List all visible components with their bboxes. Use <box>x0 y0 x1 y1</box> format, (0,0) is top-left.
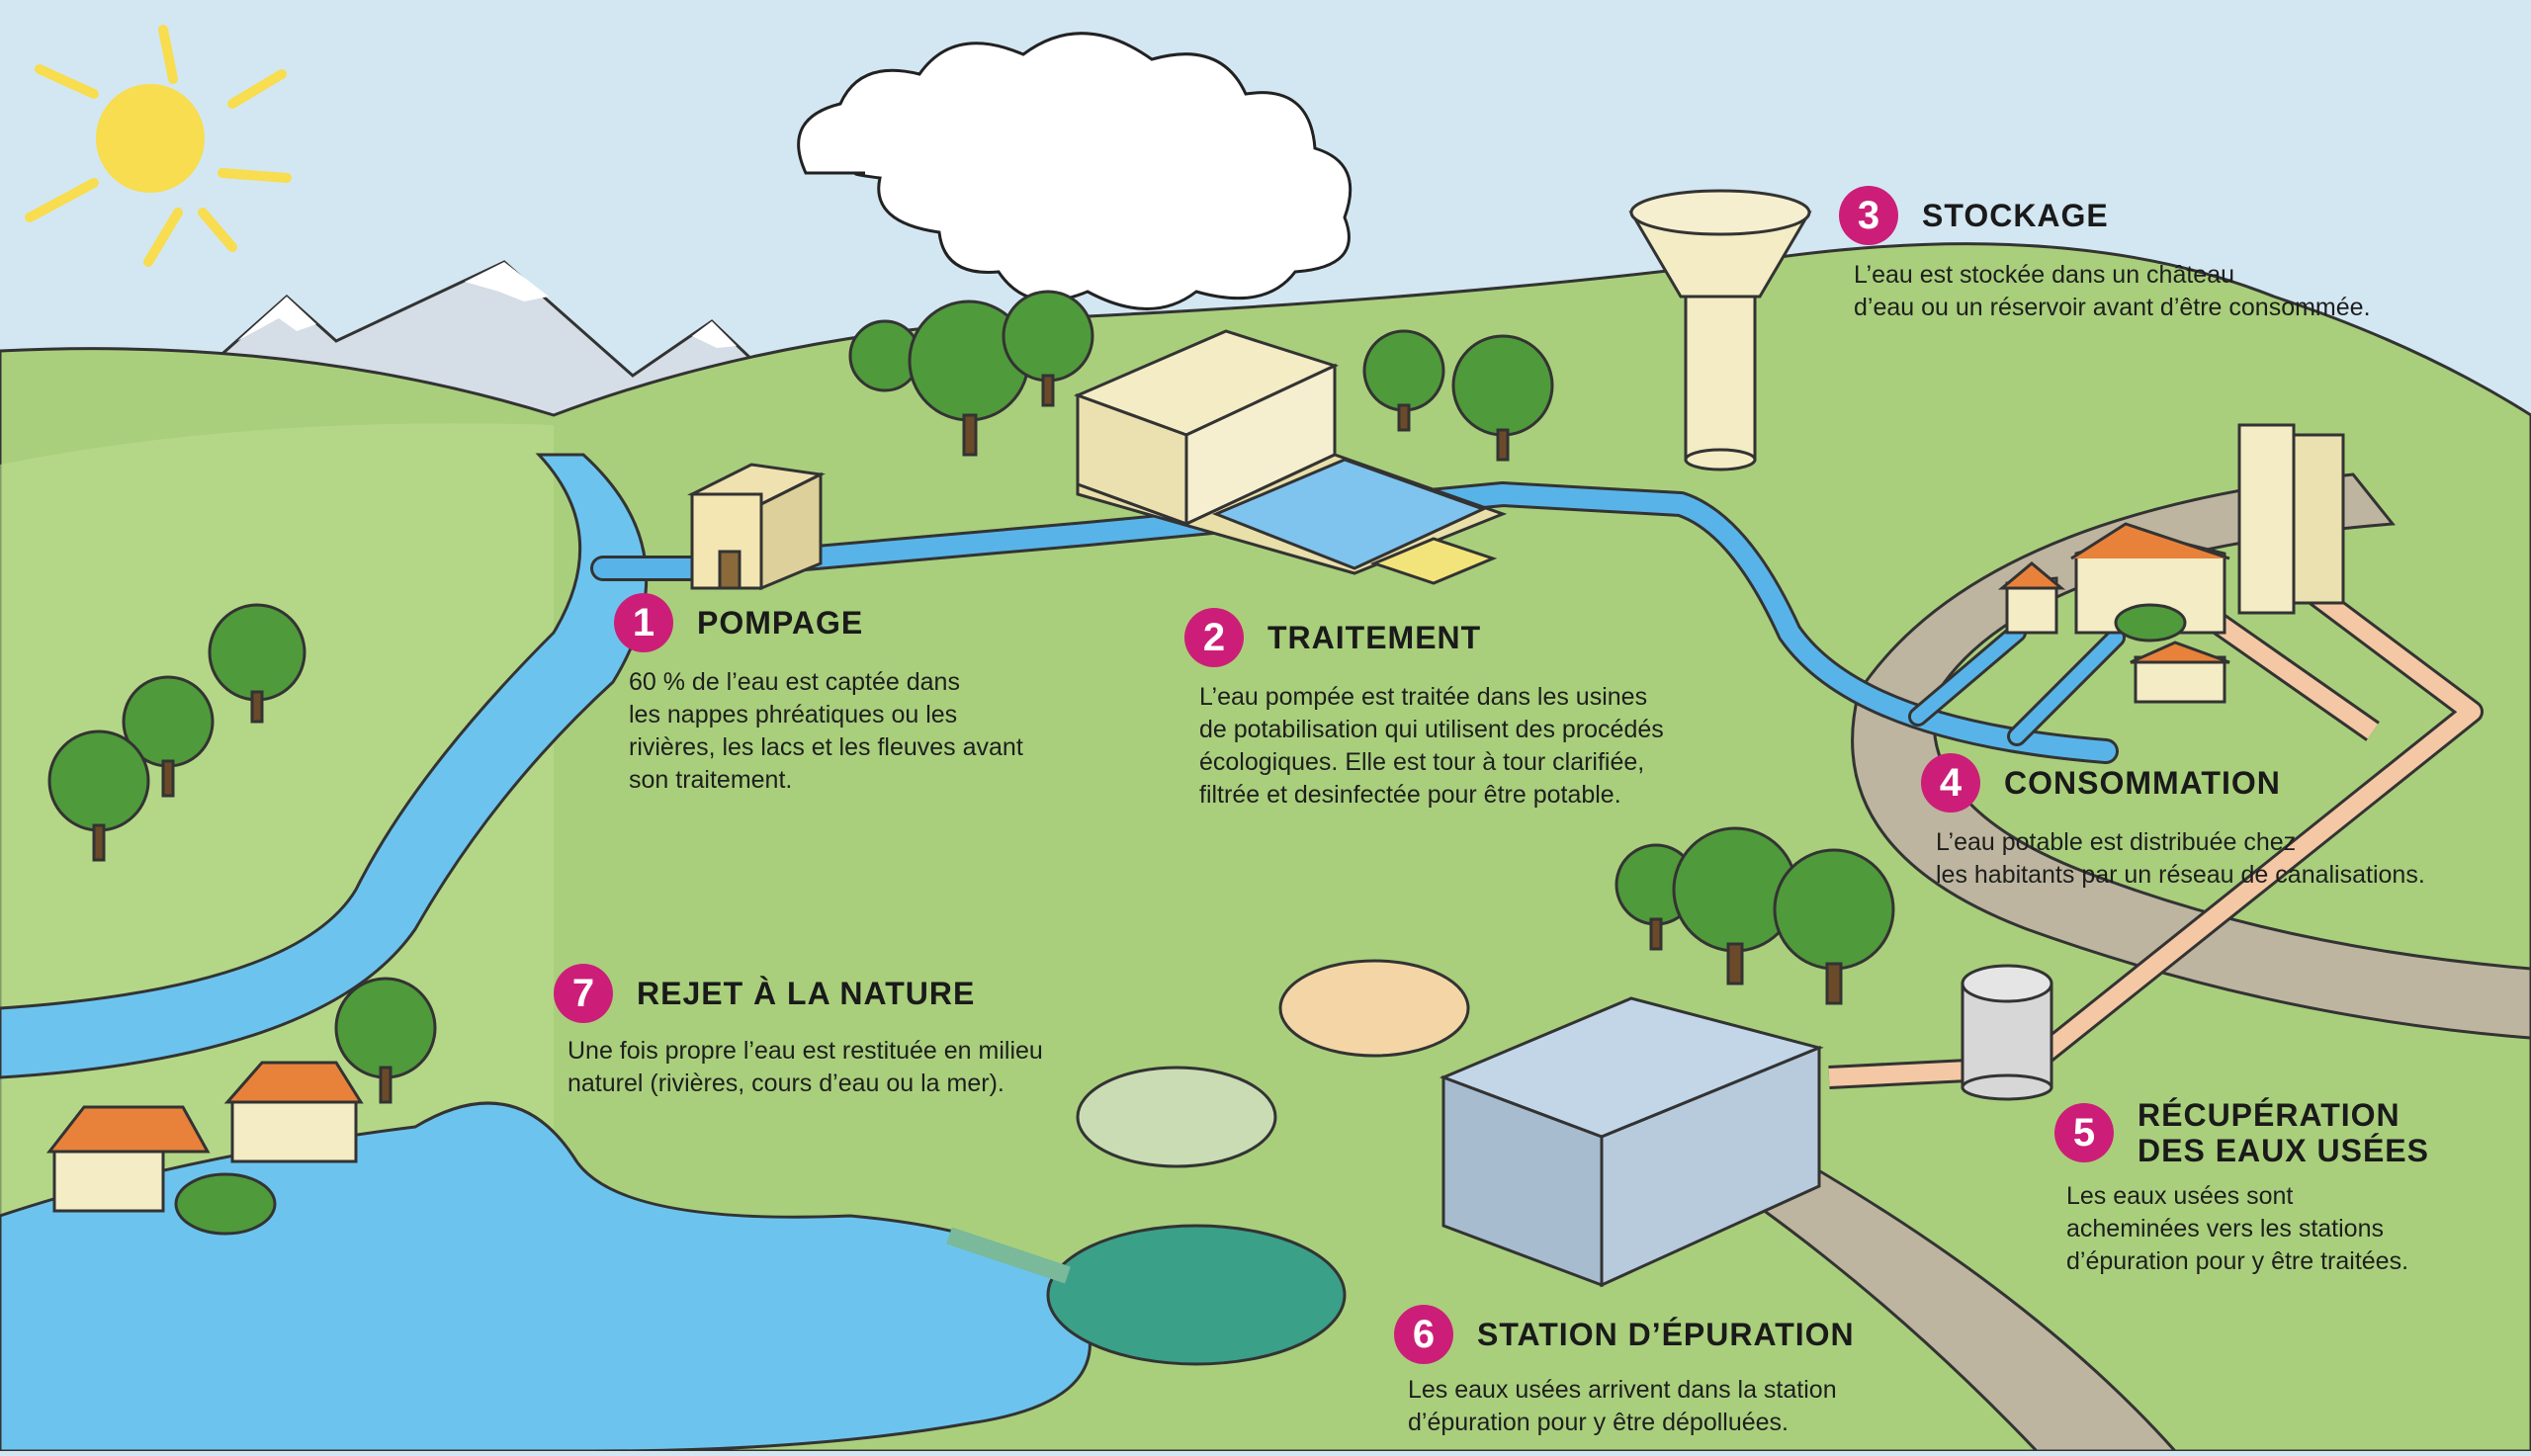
step-description: L’eau potable est distribuée chez les ha… <box>1936 828 2425 889</box>
trees <box>47 290 2187 1236</box>
step-stockage: 3 STOCKAGE L’eau est stockée dans un châ… <box>1839 186 2472 324</box>
step-traitement: 2 TRAITEMENT L’eau pompée est traitée da… <box>1184 608 1817 812</box>
step-title: STOCKAGE <box>1922 198 2109 233</box>
pump-house <box>687 463 826 591</box>
step-number-badge: 6 <box>1394 1305 1453 1364</box>
step-title: CONSOMMATION <box>2004 765 2281 801</box>
step-description: L’eau est stockée dans un château d’eau … <box>1854 261 2371 321</box>
sun-icon <box>25 25 292 267</box>
step-description: Les eaux usées arrivent dans la station … <box>1408 1376 1837 1436</box>
wastewater-plant <box>1439 996 1824 1288</box>
step-pompage: 1 POMPAGE 60 % de l’eau est captée dans … <box>614 593 1128 797</box>
step-consommation: 4 CONSOMMATION L’eau potable est distrib… <box>1921 753 2514 892</box>
step-number-badge: 7 <box>554 964 613 1023</box>
clean-water-pipes <box>590 481 2126 764</box>
step-number-badge: 4 <box>1921 753 1980 813</box>
step-rejet: 7 REJET À LA NATURE Une fois propre l’ea… <box>554 964 1167 1100</box>
step-title: RÉCUPÉRATION DES EAUX USÉES <box>2138 1097 2429 1168</box>
houses <box>45 1061 364 1213</box>
lake <box>0 1101 1091 1453</box>
treatment-plant <box>1073 329 1508 585</box>
water-tower <box>1628 189 1812 471</box>
step-title: TRAITEMENT <box>1267 620 1482 655</box>
step-description: Les eaux usées sont acheminées vers les … <box>2066 1182 2409 1275</box>
step-station-epuration: 6 STATION D’ÉPURATION Les eaux usées arr… <box>1394 1305 1948 1439</box>
step-title: STATION D’ÉPURATION <box>1477 1317 1855 1352</box>
cloud <box>797 32 1353 310</box>
step-number-badge: 2 <box>1184 608 1244 667</box>
step-description: Une fois propre l’eau est restituée en m… <box>567 1037 1043 1097</box>
step-number-badge: 3 <box>1839 186 1898 245</box>
step-number-badge: 1 <box>614 593 673 652</box>
step-description: L’eau pompée est traitée dans les usines… <box>1199 683 1664 809</box>
step-number-badge: 5 <box>2054 1103 2114 1162</box>
settling-tanks <box>946 959 1470 1366</box>
step-recuperation: 5 RÉCUPÉRATION DES EAUX USÉES Les eaux u… <box>2054 1097 2519 1278</box>
river <box>0 453 649 1079</box>
step-description: 60 % de l’eau est captée dans les nappes… <box>629 668 1023 794</box>
town <box>1997 423 2345 704</box>
step-title: POMPAGE <box>697 605 864 641</box>
storage-tank <box>1961 964 2053 1101</box>
step-title: REJET À LA NATURE <box>637 976 976 1011</box>
